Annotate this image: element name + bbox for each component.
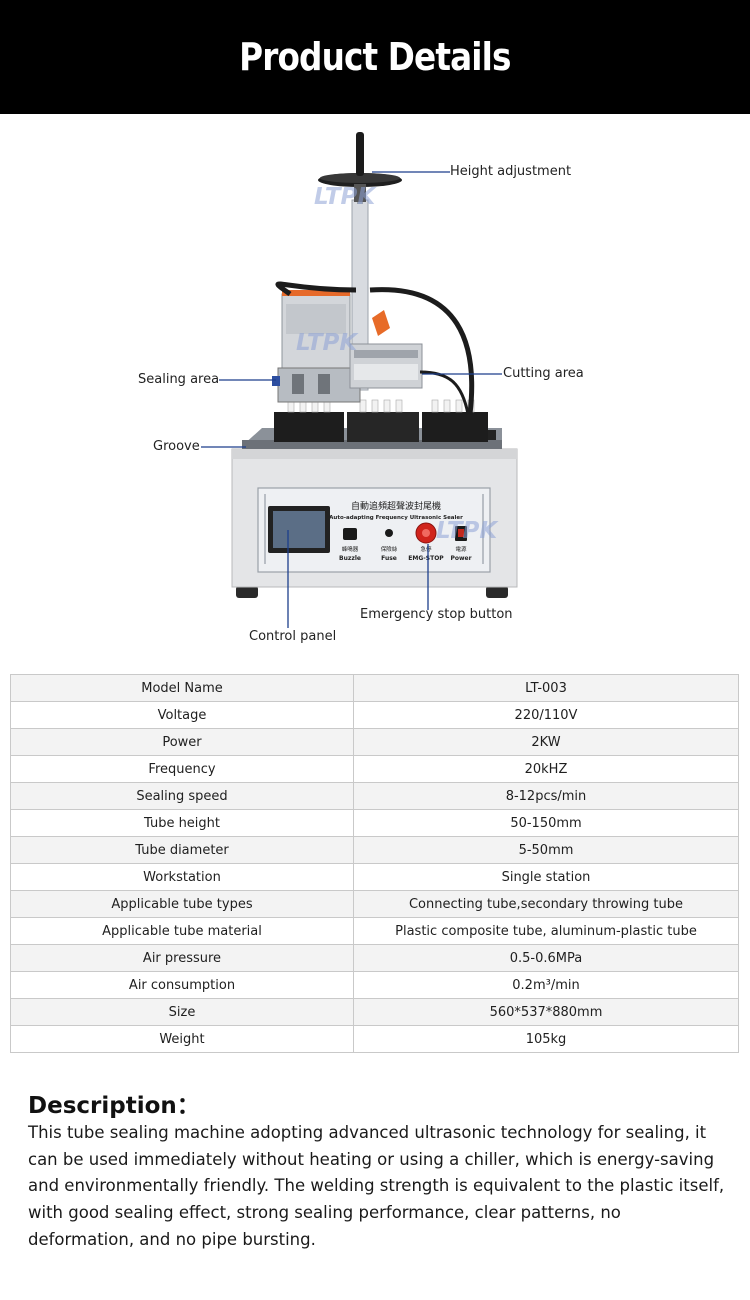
control-screen xyxy=(273,511,325,548)
fuse-label-cn: 保險絲 xyxy=(381,545,398,553)
spec-value: 2KW xyxy=(353,728,739,756)
description-body: This tube sealing machine adopting advan… xyxy=(28,1123,725,1249)
spec-label: Voltage xyxy=(10,701,354,729)
spec-value: Single station xyxy=(353,863,739,891)
fuse-icon xyxy=(385,529,393,537)
callout-control-panel: Control panel xyxy=(249,629,337,644)
callout-cutting-area: Cutting area xyxy=(503,366,584,381)
tube-holder-3 xyxy=(422,412,488,442)
product-figure: 自動追頻超聲波封尾機 Auto-adapting Frequency Ultra… xyxy=(0,114,750,670)
page-title: Product Details xyxy=(239,35,511,79)
callout-sealing-area: Sealing area xyxy=(138,372,220,387)
spec-label: Power xyxy=(10,728,354,756)
spec-label: Size xyxy=(10,998,354,1026)
buzzer-label-cn: 蜂鳴器 xyxy=(342,545,359,553)
spec-value: 0.5-0.6MPa xyxy=(353,944,739,972)
spec-value: 8-12pcs/min xyxy=(353,782,739,810)
watermark-1: LTPK xyxy=(314,184,377,210)
machine-foot-right xyxy=(486,586,508,598)
spec-value: 0.2m³/min xyxy=(353,971,739,999)
spec-value: 50-150mm xyxy=(353,809,739,837)
spec-value: LT-003 xyxy=(353,674,739,702)
callout-height-adjustment: Height adjustment xyxy=(450,164,572,179)
spec-label: Applicable tube material xyxy=(10,917,354,945)
tube-holder-1 xyxy=(274,412,344,442)
spec-value: 560*537*880mm xyxy=(353,998,739,1026)
buzzer-label-en: Buzzle xyxy=(339,555,361,562)
spec-value: Plastic composite tube, aluminum-plastic… xyxy=(353,917,739,945)
machine-foot-left xyxy=(236,586,258,598)
panel-title-en: Auto-adapting Frequency Ultrasonic Seale… xyxy=(329,515,463,521)
watermark-3: LTPK xyxy=(436,518,499,544)
tube-holder-2 xyxy=(347,412,419,442)
spec-label: Workstation xyxy=(10,863,354,891)
fuse-label-en: Fuse xyxy=(381,555,397,562)
callout-groove: Groove xyxy=(153,439,200,454)
power-label-en: Power xyxy=(450,555,471,562)
machine-illustration: 自動追頻超聲波封尾機 Auto-adapting Frequency Ultra… xyxy=(201,132,518,628)
watermark-2: LTPK xyxy=(296,330,359,356)
spec-value: 105kg xyxy=(353,1025,739,1053)
description-title: Description： xyxy=(28,1093,200,1119)
stop-label-cn: 急停 xyxy=(420,545,432,553)
spec-label: Model Name xyxy=(10,674,354,702)
buzzer-icon xyxy=(343,528,357,540)
callout-lines xyxy=(201,171,502,628)
spec-value: 20kHZ xyxy=(353,755,739,783)
stop-label-en: EMG-STOP xyxy=(408,555,444,562)
spec-value: Connecting tube,secondary throwing tube xyxy=(353,890,739,918)
spec-label: Sealing speed xyxy=(10,782,354,810)
power-label-cn: 電源 xyxy=(455,545,467,553)
spec-label: Tube diameter xyxy=(10,836,354,864)
spec-value: 220/110V xyxy=(353,701,739,729)
spec-label: Air consumption xyxy=(10,971,354,999)
panel-title-cn: 自動追頻超聲波封尾機 xyxy=(351,500,441,512)
spec-value: 5-50mm xyxy=(353,836,739,864)
air-hose xyxy=(275,281,357,297)
spec-label: Tube height xyxy=(10,809,354,837)
spec-label: Frequency xyxy=(10,755,354,783)
spec-label: Air pressure xyxy=(10,944,354,972)
callout-emergency-stop: Emergency stop button xyxy=(360,607,513,622)
handwheel-handle xyxy=(356,132,364,176)
header-banner: Product Details xyxy=(0,0,750,114)
spec-label: Applicable tube types xyxy=(10,890,354,918)
spec-label: Weight xyxy=(10,1025,354,1053)
machine-top-edge xyxy=(232,449,517,459)
